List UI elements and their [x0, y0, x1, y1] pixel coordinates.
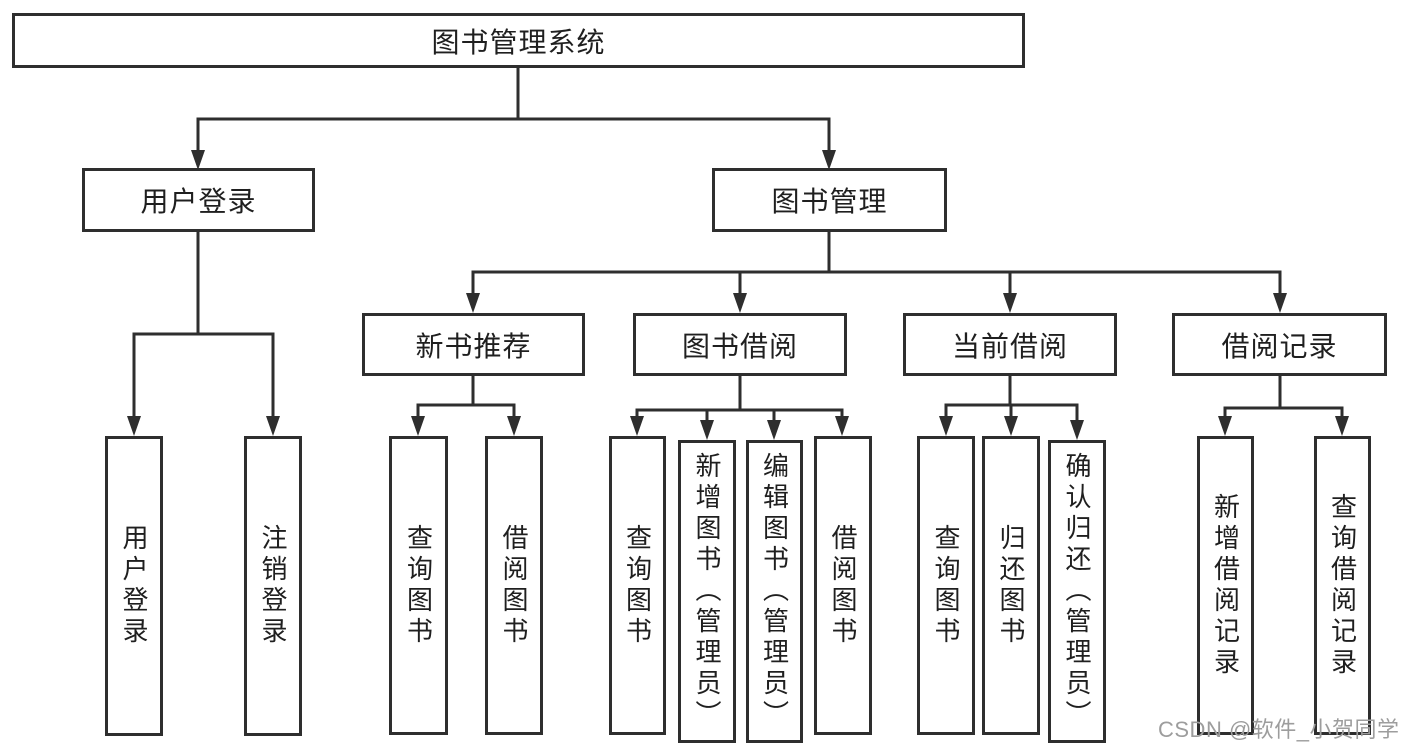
leaf-user-login: 用户登录 — [105, 436, 163, 736]
leaf-cb-confirm-return-admin: 确认归还（管理员） — [1048, 440, 1106, 743]
leaf-user-login-label: 用户登录 — [119, 524, 149, 648]
leaf-bb-edit-books-admin-label: 编辑图书（管理员） — [759, 452, 790, 731]
node-book-management-label: 图书管理 — [771, 186, 888, 217]
leaf-cb-return-books: 归还图书 — [982, 436, 1040, 735]
leaf-cb-query-books-label: 查询图书 — [931, 523, 961, 648]
leaf-cb-query-books: 查询图书 — [917, 436, 975, 735]
leaf-bb-query-books: 查询图书 — [609, 436, 666, 735]
leaf-br-add-record: 新增借阅记录 — [1197, 436, 1254, 735]
leaf-logout-label: 注销登录 — [258, 524, 288, 648]
node-book-borrow: 图书借阅 — [633, 313, 847, 376]
csdn-watermark: CSDN @软件_小贺同学 — [1158, 717, 1400, 742]
leaf-cb-return-books-label: 归还图书 — [996, 523, 1026, 648]
leaf-br-query-record: 查询借阅记录 — [1314, 436, 1371, 735]
leaf-nb-query-books: 查询图书 — [389, 436, 448, 735]
node-borrow-record-label: 借阅记录 — [1221, 330, 1338, 362]
node-user-login-label: 用户登录 — [140, 186, 257, 217]
leaf-nb-borrow-books: 借阅图书 — [485, 436, 543, 735]
leaf-br-query-record-label: 查询借阅记录 — [1327, 492, 1358, 679]
leaf-bb-add-books-admin: 新增图书（管理员） — [678, 440, 736, 743]
leaf-bb-query-books-label: 查询图书 — [622, 523, 653, 648]
node-user-login: 用户登录 — [82, 168, 315, 232]
node-current-borrow: 当前借阅 — [903, 313, 1117, 376]
leaf-logout: 注销登录 — [244, 436, 302, 736]
leaf-nb-query-books-label: 查询图书 — [403, 523, 434, 648]
node-borrow-record: 借阅记录 — [1172, 313, 1387, 376]
node-root-label: 图书管理系统 — [431, 26, 606, 58]
node-current-borrow-label: 当前借阅 — [951, 330, 1068, 362]
node-new-book-recommend-label: 新书推荐 — [415, 330, 532, 362]
node-book-borrow-label: 图书借阅 — [681, 330, 798, 362]
leaf-cb-confirm-return-admin-label: 确认归还（管理员） — [1062, 452, 1092, 731]
leaf-bb-add-books-admin-label: 新增图书（管理员） — [692, 452, 722, 731]
node-new-book-recommend: 新书推荐 — [362, 313, 585, 376]
leaf-nb-borrow-books-label: 借阅图书 — [499, 523, 529, 648]
leaf-br-add-record-label: 新增借阅记录 — [1210, 492, 1241, 679]
node-root: 图书管理系统 — [12, 13, 1025, 68]
leaf-bb-borrow-books: 借阅图书 — [814, 436, 872, 735]
node-book-management: 图书管理 — [712, 168, 947, 232]
leaf-bb-edit-books-admin: 编辑图书（管理员） — [746, 440, 803, 743]
leaf-bb-borrow-books-label: 借阅图书 — [828, 523, 858, 648]
